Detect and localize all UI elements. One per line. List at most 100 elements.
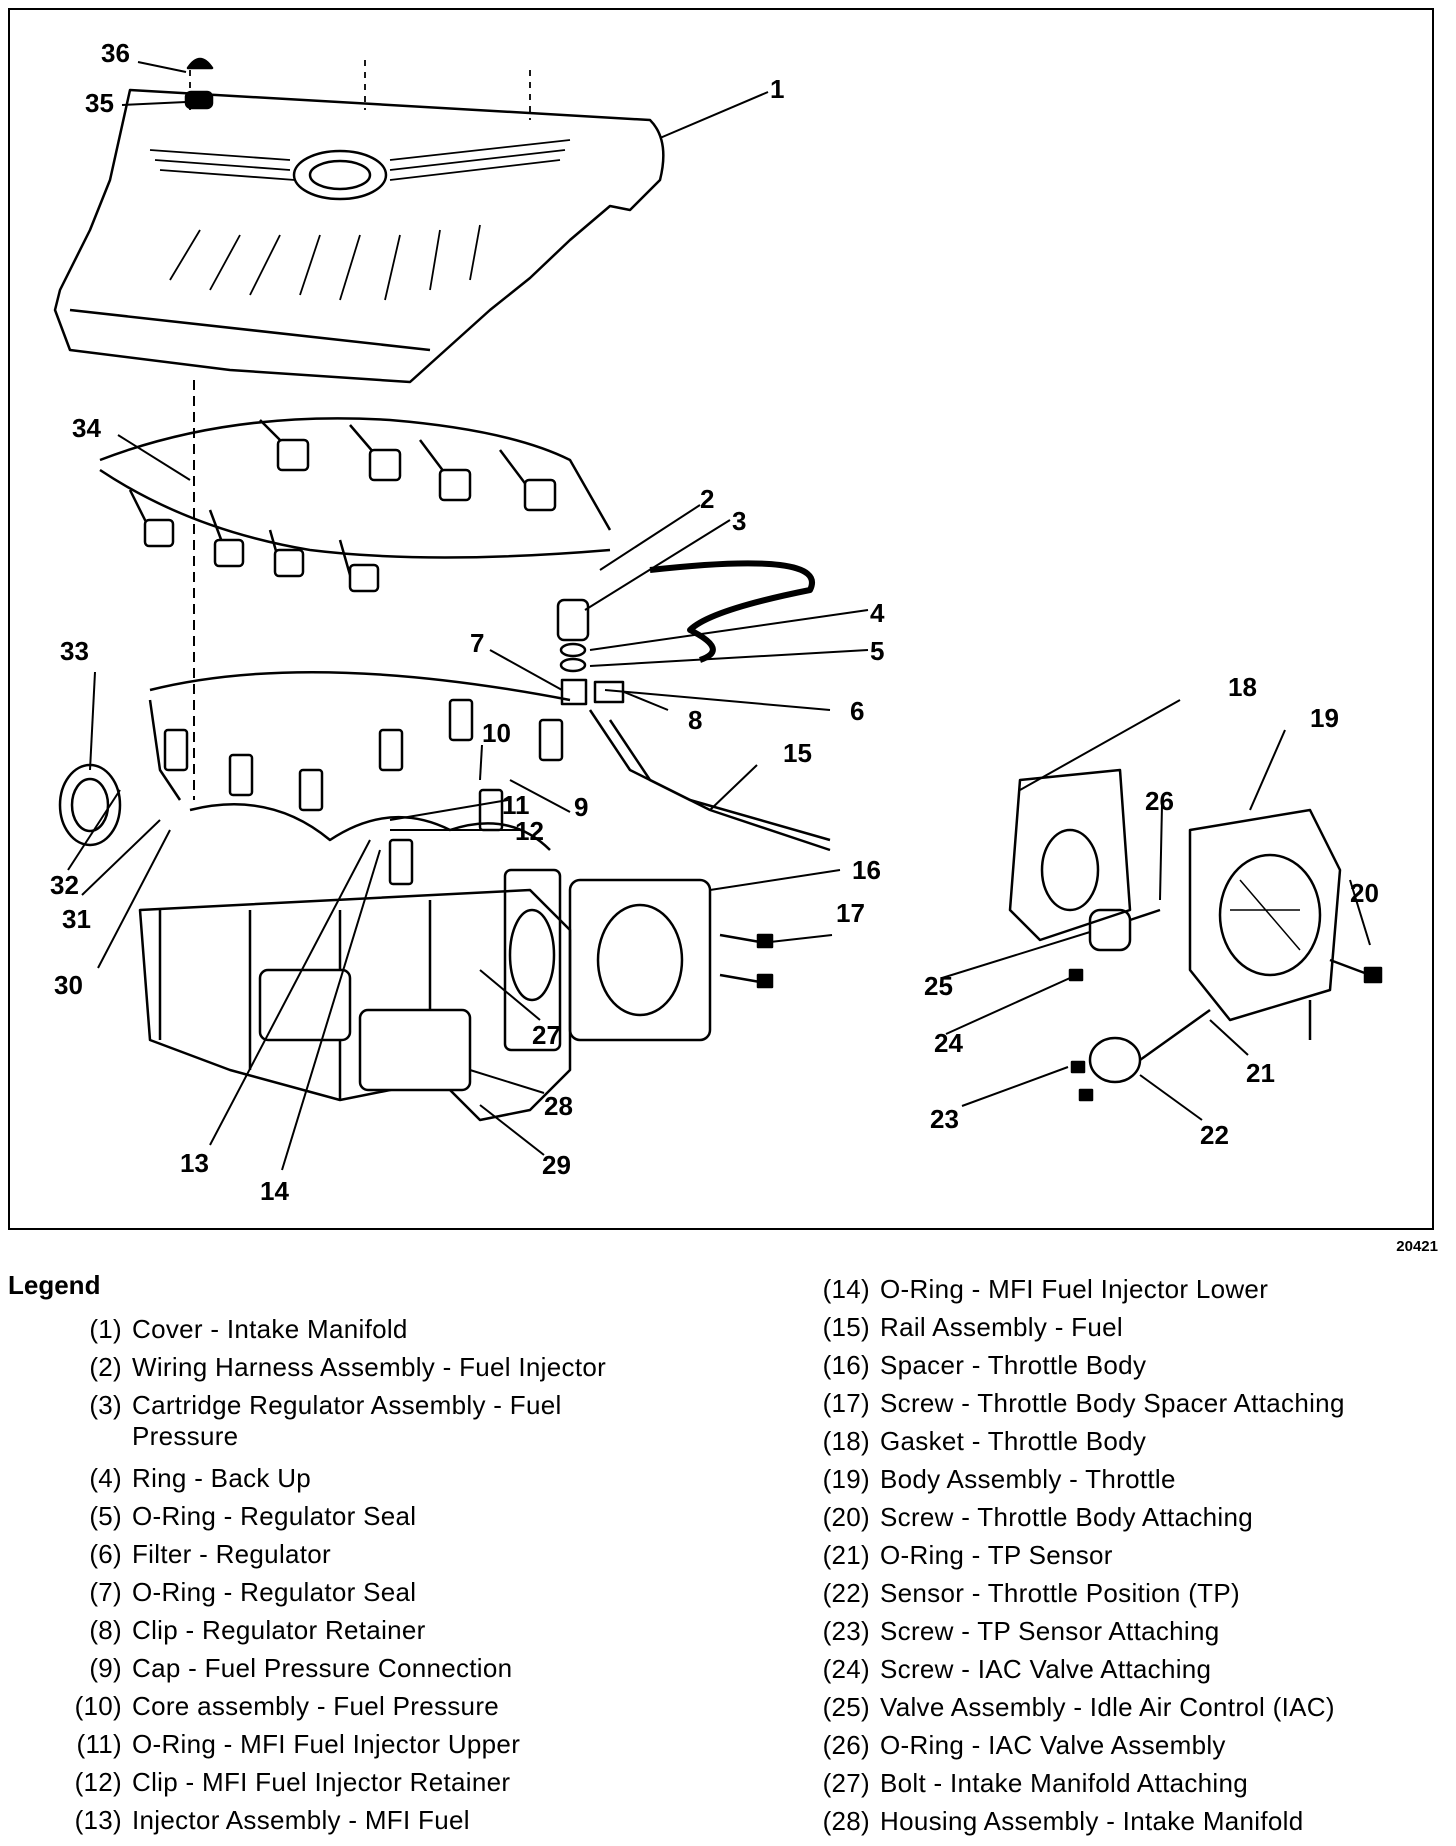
legend-item-text: Wiring Harness Assembly - Fuel Injector: [132, 1352, 607, 1382]
legend-item: (4) Ring - Back Up: [52, 1459, 606, 1497]
legend-item-number: (24): [822, 1654, 870, 1684]
legend-item-number: (3): [89, 1390, 122, 1420]
legend-item-text: Ring - Back Up: [132, 1463, 312, 1493]
legend-item: (18)Gasket - Throttle Body: [800, 1422, 1345, 1460]
legend-item-number: (17): [822, 1388, 870, 1418]
callout-11: 11: [502, 790, 530, 820]
legend-item-text: O-Ring - Regulator Seal: [132, 1501, 417, 1531]
callout-36: 36: [101, 38, 130, 68]
callout-12: 12: [515, 816, 544, 846]
legend-item-text: Bolt - Intake Manifold Attaching: [880, 1768, 1249, 1798]
legend-item-number: (23): [822, 1616, 870, 1646]
fuel-pressure-regulator-stack: [556, 598, 625, 706]
legend-item: (20) Screw - Throttle Body Attaching: [800, 1498, 1345, 1536]
legend-item: (3) Cartridge Regulator Assembly - Fuel P…: [52, 1386, 606, 1452]
intake-manifold-exploded-view: [53, 57, 1383, 1171]
legend-item-number: (1): [89, 1314, 122, 1344]
legend-item-text: Screw - IAC Valve Attaching: [880, 1654, 1212, 1684]
callout-29: 29: [542, 1150, 571, 1180]
legend-item-number: (21): [822, 1540, 870, 1570]
callout-27: 27: [532, 1020, 561, 1050]
callout-31: 31: [62, 904, 91, 934]
legend-item: (17) Screw - Throttle Body Spacer Attachi…: [800, 1384, 1345, 1422]
callout-8: 8: [688, 705, 703, 735]
legend-item-text: O-Ring - MFI Fuel Injector Upper: [132, 1729, 521, 1759]
fuel-injector-wiring-harness: [99, 417, 815, 663]
callout-7: 7: [470, 628, 485, 658]
legend-item: (27)Bolt - Intake Manifold Attaching: [800, 1764, 1345, 1802]
callout-34: 34: [72, 413, 101, 443]
fuel-rail-and-injectors: [148, 670, 831, 886]
legend-item-text: Cap - Fuel Pressure Connection: [132, 1653, 513, 1683]
legend-item-number: (19): [822, 1464, 870, 1494]
legend-title: Legend: [8, 1270, 101, 1300]
legend-item: (9) Cap - Fuel Pressure Connection: [52, 1649, 606, 1687]
legend-item-text: Body Assembly - Throttle: [880, 1464, 1176, 1494]
legend-item: (12)Clip - MFI Fuel Injector Retainer: [52, 1763, 606, 1801]
legend-item-text: Valve Assembly - Idle Air Control (IAC): [880, 1692, 1335, 1722]
legend-item: (8) Clip - Regulator Retainer: [52, 1611, 606, 1649]
legend-item-text: Screw - Throttle Body Attaching: [880, 1502, 1253, 1532]
callout-26: 26: [1145, 786, 1174, 816]
legend-item: (1)Cover - Intake Manifold: [52, 1310, 606, 1348]
callout-35: 35: [85, 88, 114, 118]
legend-item-number: (8): [89, 1615, 122, 1645]
callout-5: 5: [870, 636, 885, 666]
legend-item-text: Cartridge Regulator Assembly - Fuel Pres…: [132, 1390, 562, 1451]
legend-item-text: Clip - Regulator Retainer: [132, 1615, 426, 1645]
legend-item-text: O-Ring - MFI Fuel Injector Lower: [880, 1274, 1269, 1304]
legend-item-number: (7): [89, 1577, 122, 1607]
legend-item-text: O-Ring - Regulator Seal: [132, 1577, 417, 1607]
throttle-body-assembly: [1008, 768, 1383, 1102]
callout-13: 13: [180, 1148, 209, 1178]
legend-item: (26) O-Ring - IAC Valve Assembly: [800, 1726, 1345, 1764]
legend-item-number: (13): [74, 1805, 122, 1835]
legend-item-number: (26): [822, 1730, 870, 1760]
legend-item-number: (2): [89, 1352, 122, 1382]
callout-9: 9: [574, 792, 589, 822]
legend-item: (24) Screw - IAC Valve Attaching: [800, 1650, 1345, 1688]
legend-item-text: Screw - Throttle Body Spacer Attaching: [880, 1388, 1345, 1418]
legend-item: (13)Injector Assembly - MFI Fuel: [52, 1801, 606, 1839]
legend-item: (7) O-Ring - Regulator Seal: [52, 1573, 606, 1611]
callout-19: 19: [1310, 703, 1339, 733]
throttle-body-spacer: [503, 868, 774, 1052]
callout-30: 30: [54, 970, 83, 1000]
intake-manifold-housing: [58, 763, 572, 1122]
legend-item: (22)Sensor - Throttle Position (TP): [800, 1574, 1345, 1612]
legend-item-text: Rail Assembly - Fuel: [880, 1312, 1123, 1342]
callout-16: 16: [852, 855, 881, 885]
legend-item-text: Housing Assembly - Intake Manifold: [880, 1806, 1304, 1836]
legend-item: (28)Housing Assembly - Intake Manifold: [800, 1802, 1345, 1840]
cap-and-grommet: [184, 57, 214, 800]
legend-item: (15) Rail Assembly - Fuel: [800, 1308, 1345, 1346]
legend-item-number: (11): [76, 1729, 122, 1759]
intake-manifold-cover: [53, 60, 665, 384]
callout-leader-lines: [67, 61, 1371, 1171]
legend-item: (19) Body Assembly - Throttle: [800, 1460, 1345, 1498]
legend-item-text: Spacer - Throttle Body: [880, 1350, 1147, 1380]
callout-25: 25: [924, 971, 953, 1001]
legend-item-text: O-Ring - IAC Valve Assembly: [880, 1730, 1226, 1760]
figure-id: 20421: [1396, 1238, 1438, 1255]
legend-item-number: (15): [822, 1312, 870, 1342]
legend-item-text: Gasket - Throttle Body: [880, 1426, 1147, 1456]
callout-23: 23: [930, 1104, 959, 1134]
legend-item-number: (20): [822, 1502, 870, 1532]
legend-item-number: (5): [89, 1501, 122, 1531]
callout-2: 2: [700, 484, 715, 514]
legend-item-text: Screw - TP Sensor Attaching: [880, 1616, 1220, 1646]
legend-item-number: (22): [822, 1578, 870, 1608]
legend-item-number: (14): [822, 1274, 870, 1304]
legend-item-number: (6): [89, 1539, 122, 1569]
callout-28: 28: [544, 1091, 573, 1121]
callout-3: 3: [732, 506, 747, 536]
legend-item-number: (4): [89, 1463, 122, 1493]
legend-item-number: (12): [74, 1767, 122, 1797]
legend-item-number: (16): [822, 1350, 870, 1380]
legend-item-text: O-Ring - TP Sensor: [880, 1540, 1113, 1570]
legend-item-number: (9): [89, 1653, 122, 1683]
legend-item-text: Filter - Regulator: [132, 1539, 332, 1569]
callout-1: 1: [770, 74, 785, 104]
legend-left-column: (1)Cover - Intake Manifold (2) Wiring Harn…: [52, 1310, 606, 1839]
